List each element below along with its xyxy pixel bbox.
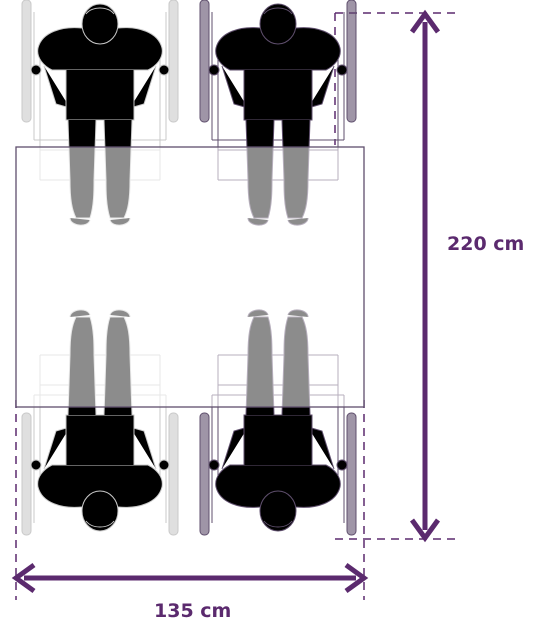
height-dimension-label: 220 cm: [447, 233, 525, 255]
table: [15, 146, 365, 408]
height-dimension-arrow: [409, 9, 441, 543]
width-dimension-arrow: [11, 562, 369, 594]
width-dimension-label: 135 cm: [154, 600, 232, 622]
